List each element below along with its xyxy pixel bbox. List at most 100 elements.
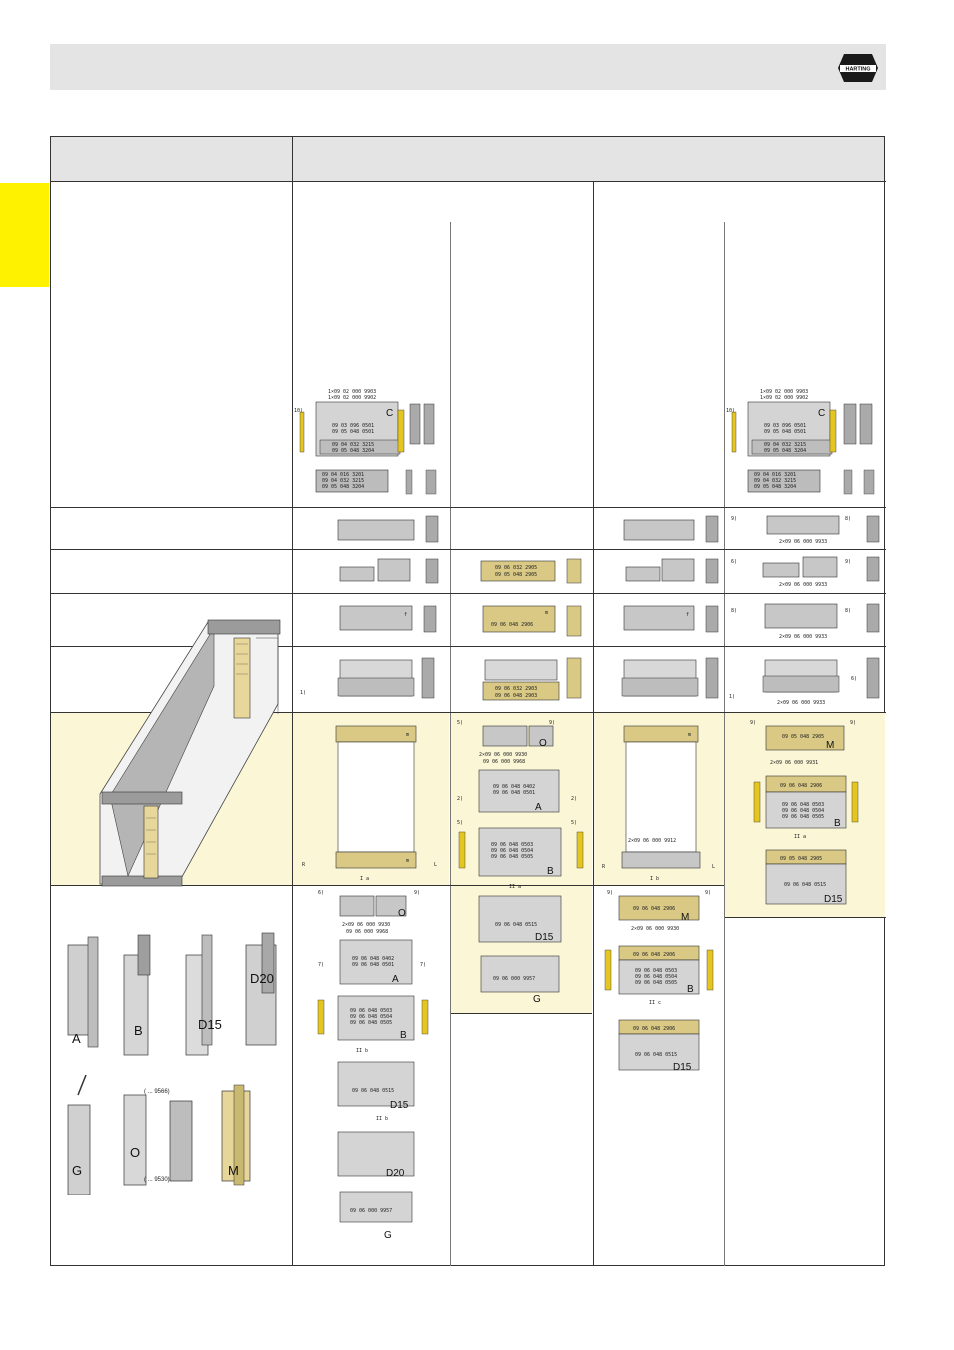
svg-text:09 06 032 2903: 09 06 032 2903 [495, 686, 537, 692]
svg-text:I b: I b [650, 876, 659, 882]
svg-text:C: C [818, 408, 825, 419]
svg-text:O: O [398, 908, 406, 919]
svg-text:6): 6) [851, 676, 857, 682]
svg-text:D15: D15 [673, 1062, 692, 1073]
svg-text:m: m [688, 732, 691, 738]
svg-text:D20: D20 [386, 1168, 405, 1179]
svg-text:( ... 9566): ( ... 9566) [144, 1089, 170, 1095]
svg-text:( ... 9530): ( ... 9530) [144, 1177, 170, 1183]
svg-text:2×09 06 000 9912: 2×09 06 000 9912 [628, 838, 676, 844]
svg-text:09 05 048 0501: 09 05 048 0501 [764, 429, 806, 435]
row1-col1-connector [337, 515, 439, 543]
connector-thumbnails: A B D15 D20 G O ( ... 9566) ( ... 9530) … [67, 932, 277, 1195]
svg-text:09 04 032 3215: 09 04 032 3215 [332, 442, 374, 448]
svg-text:D15: D15 [535, 932, 554, 943]
thumb-m: M [221, 1084, 251, 1186]
stack-col2: 5) O 9) 2×09 06 000 9930 09 06 000 9968 … [457, 720, 584, 1005]
svg-text:5): 5) [457, 820, 463, 826]
parts-table [50, 136, 885, 1266]
svg-text:5): 5) [571, 820, 577, 826]
svg-text:M: M [681, 912, 689, 923]
svg-text:09 06 048 2906: 09 06 048 2906 [633, 906, 675, 912]
row1-col3-connector [623, 515, 719, 543]
svg-text:10): 10) [726, 408, 735, 414]
svg-text:O: O [539, 738, 547, 749]
svg-text:09 06 048 0503: 09 06 048 0503 [350, 1008, 392, 1014]
svg-text:m: m [406, 858, 409, 864]
table-header [51, 137, 884, 181]
rack-perspective-drawing [99, 619, 281, 887]
svg-text:f: f [686, 612, 689, 618]
svg-text:B: B [834, 818, 841, 829]
svg-text:09 03 096 0501: 09 03 096 0501 [764, 423, 806, 429]
svg-text:09 06 048 2906: 09 06 048 2906 [633, 952, 675, 958]
svg-text:09 06 048 0504: 09 06 048 0504 [635, 974, 677, 980]
svg-text:1×09 02 000 9902: 1×09 02 000 9902 [328, 395, 376, 401]
svg-text:09 05 048 2905: 09 05 048 2905 [780, 856, 822, 862]
svg-text:9): 9) [731, 516, 737, 522]
svg-text:09 04 032 3215: 09 04 032 3215 [322, 478, 364, 484]
svg-text:09 06 048 0505: 09 06 048 0505 [491, 854, 533, 860]
svg-text:6): 6) [318, 890, 324, 896]
svg-text:G: G [384, 1230, 392, 1241]
svg-text:8): 8) [731, 608, 737, 614]
svg-text:M: M [826, 740, 834, 751]
svg-text:09 06 048 0503: 09 06 048 0503 [635, 968, 677, 974]
thumb-g: G [67, 1074, 91, 1195]
stack-col4: 9) 9) 09 05 048 2905 M 2×09 06 000 9931 … [750, 720, 859, 905]
thumb-b: B [123, 934, 151, 1056]
yellow-side-tab [0, 183, 49, 287]
svg-text:2): 2) [457, 796, 463, 802]
svg-text:II b: II b [356, 1048, 368, 1054]
row3-col3-connector: f [623, 605, 719, 633]
svg-text:8): 8) [845, 608, 851, 614]
svg-text:C: C [386, 408, 393, 419]
c-assembly-col1: 1×09 02 000 9903 1×09 02 000 9902 C 09 0… [294, 389, 437, 495]
row4-col1-connector: 1) [300, 657, 435, 699]
svg-text:II a: II a [794, 834, 806, 840]
svg-text:L: L [434, 862, 437, 868]
svg-text:09 06 048 0504: 09 06 048 0504 [491, 848, 533, 854]
svg-text:B: B [400, 1030, 407, 1041]
label-column-divider [292, 137, 293, 1266]
svg-text:A: A [535, 802, 542, 813]
stack-col1: 6) 9) O 2×09 06 000 9930 09 06 000 9968 … [317, 890, 429, 1241]
row4-col4-connector: 2×09 06 000 9933 1) 6) [729, 657, 880, 706]
svg-text:09 06 000 9957: 09 06 000 9957 [493, 976, 535, 982]
svg-text:9): 9) [850, 720, 856, 726]
row3-col1-connector: f [339, 605, 437, 633]
svg-text:1): 1) [729, 694, 735, 700]
svg-text:R: R [302, 862, 306, 868]
svg-text:2×09 06 000 9930: 2×09 06 000 9930 [479, 752, 527, 758]
svg-text:09 05 048 3204: 09 05 048 3204 [754, 484, 796, 490]
svg-text:O: O [130, 1145, 140, 1160]
svg-text:09 06 048 2906: 09 06 048 2906 [633, 1026, 675, 1032]
svg-text:09 06 048 0505: 09 06 048 0505 [350, 1020, 392, 1026]
svg-text:M: M [228, 1163, 239, 1178]
svg-text:R: R [602, 864, 606, 870]
svg-text:09 06 048 0515: 09 06 048 0515 [352, 1088, 394, 1094]
svg-text:09 06 048 0503: 09 06 048 0503 [782, 802, 824, 808]
svg-text:09 03 096 0501: 09 03 096 0501 [332, 423, 374, 429]
harting-logo: HARTING [838, 54, 878, 82]
thumb-d20: D20 [245, 932, 277, 1046]
svg-text:09 06 048 2906: 09 06 048 2906 [491, 622, 533, 628]
svg-text:L: L [712, 864, 715, 870]
row3-col4-connector: 2×09 06 000 9933 8) 8) [731, 603, 880, 640]
svg-text:II b: II b [376, 1116, 388, 1122]
svg-text:09 06 000 9968: 09 06 000 9968 [346, 929, 388, 935]
svg-text:09 06 032 2905: 09 06 032 2905 [495, 565, 537, 571]
svg-text:09 05 048 2905: 09 05 048 2905 [782, 734, 824, 740]
thumb-o: O ( ... 9566) ( ... 9530) [123, 1089, 193, 1186]
svg-text:09 05 048 2905: 09 05 048 2905 [495, 572, 537, 578]
svg-text:09 04 032 3215: 09 04 032 3215 [754, 478, 796, 484]
svg-text:09 05 048 0501: 09 05 048 0501 [332, 429, 374, 435]
svg-text:HARTING: HARTING [845, 67, 870, 73]
svg-text:09 06 048 0504: 09 06 048 0504 [782, 808, 824, 814]
svg-text:D15: D15 [390, 1100, 409, 1111]
header-bar [50, 44, 886, 90]
svg-text:B: B [134, 1023, 143, 1038]
row2-col3-connector [625, 558, 719, 584]
svg-text:5): 5) [457, 720, 463, 726]
svg-text:2): 2) [571, 796, 577, 802]
